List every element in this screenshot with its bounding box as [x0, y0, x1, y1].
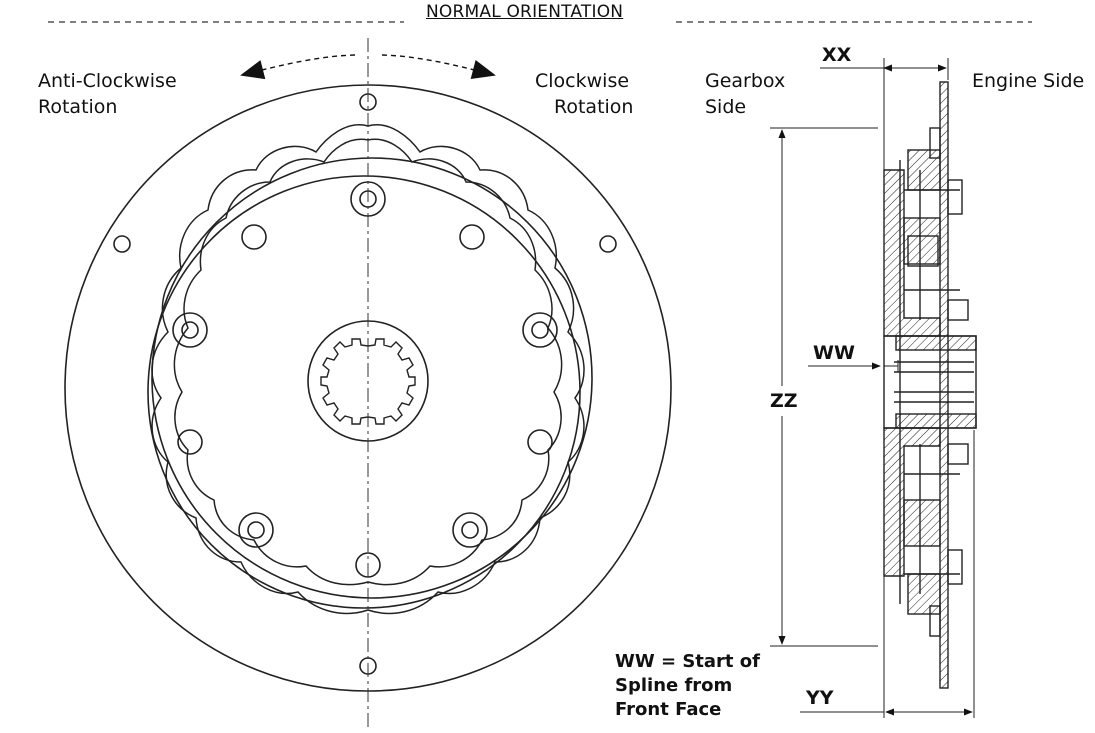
spline	[320, 338, 416, 425]
zz-dimension-label: ZZ	[770, 390, 798, 412]
gearbox-label-line2: Side	[705, 96, 747, 118]
ww-note-line1: WW = Start of	[615, 651, 760, 672]
ww-note-line2: Spline from	[615, 675, 733, 696]
gearbox-label-line1: Gearbox	[705, 70, 786, 92]
yy-dimension-label: YY	[806, 687, 834, 709]
ww-note: WW = Start of Spline from Front Face	[615, 650, 760, 722]
dimension-lines	[770, 58, 975, 718]
rotation-arrows	[240, 54, 496, 80]
side-view	[883, 81, 977, 689]
anticlockwise-label-line2: Rotation	[38, 96, 118, 118]
engine-side-label: Engine Side	[972, 70, 1085, 92]
clockwise-label-line1: Clockwise	[535, 70, 630, 92]
bolt-holes	[113, 93, 617, 675]
page-title: NORMAL ORIENTATION	[426, 2, 624, 22]
clockwise-label-line2: Rotation	[554, 96, 634, 118]
anticlockwise-label-line1: Anti-Clockwise	[38, 70, 177, 92]
front-view	[64, 84, 672, 692]
ww-dimension-label: WW	[813, 342, 855, 364]
xx-dimension-label: XX	[822, 44, 852, 66]
ww-note-line3: Front Face	[615, 699, 722, 720]
